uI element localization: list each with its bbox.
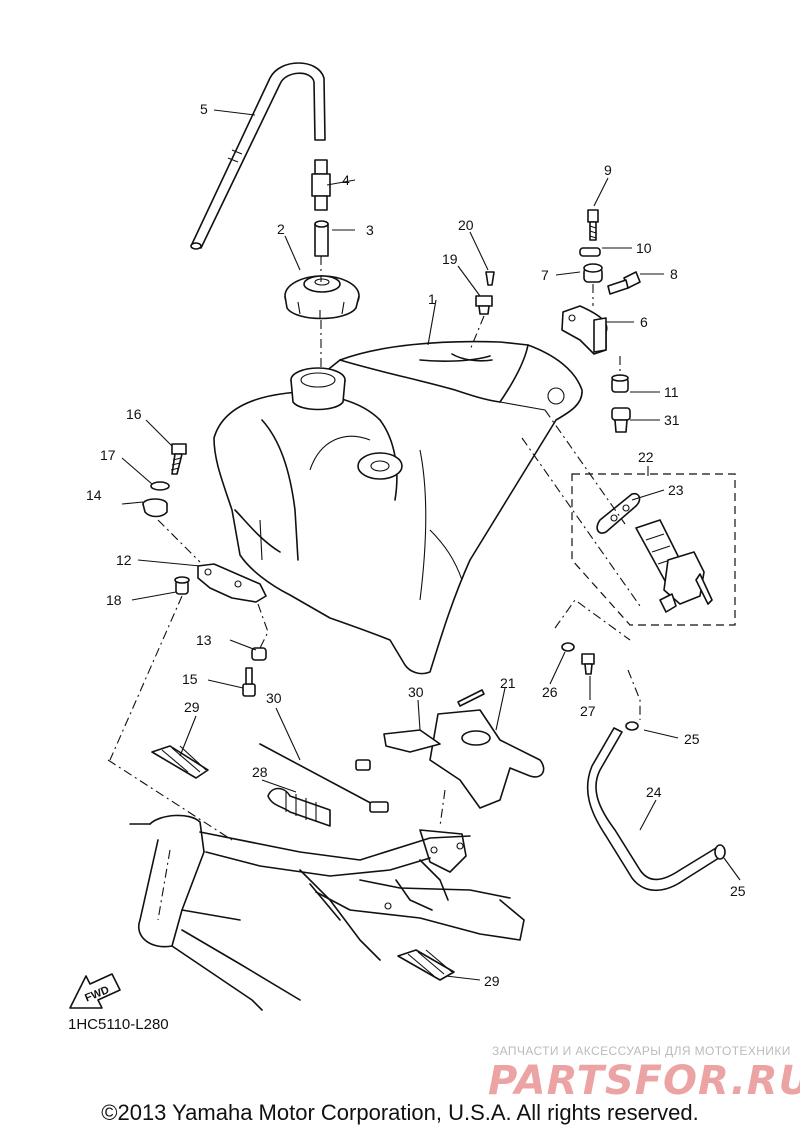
callout-6: 6 bbox=[640, 314, 648, 330]
callout-16: 16 bbox=[126, 406, 142, 422]
callout-26: 26 bbox=[542, 684, 558, 700]
callout-23: 23 bbox=[668, 482, 684, 498]
callout-27: 27 bbox=[580, 703, 596, 719]
callout-3: 3 bbox=[366, 222, 374, 238]
callout-1: 1 bbox=[428, 291, 436, 307]
callout-7: 7 bbox=[541, 267, 549, 283]
callout-20: 20 bbox=[458, 217, 474, 233]
breather-hose bbox=[190, 62, 326, 250]
callout-10: 10 bbox=[636, 240, 652, 256]
callout-22: 22 bbox=[638, 449, 654, 465]
front-mounts bbox=[109, 443, 269, 761]
drawing-code: 1HC5110-L280 bbox=[68, 1016, 169, 1033]
callout-9: 9 bbox=[604, 162, 612, 178]
tank-bolts bbox=[469, 271, 495, 351]
callout-25a: 25 bbox=[684, 731, 700, 747]
callout-17: 17 bbox=[100, 447, 116, 463]
callout-13: 13 bbox=[196, 632, 212, 648]
fuel-cock-assy bbox=[521, 409, 736, 626]
callout-25b: 25 bbox=[730, 883, 746, 899]
callout-8: 8 bbox=[670, 266, 678, 282]
callout-15: 15 bbox=[182, 671, 198, 687]
callout-4: 4 bbox=[342, 172, 350, 188]
callout-2: 2 bbox=[277, 221, 285, 237]
fwd-arrow-icon: FWD bbox=[69, 973, 121, 1009]
callout-29b: 29 bbox=[484, 973, 500, 989]
leader-lines bbox=[121, 109, 741, 981]
watermark-tagline: ЗАПЧАСТИ И АКСЕССУАРЫ ДЛЯ МОТОТЕХНИКИ bbox=[492, 1044, 791, 1058]
rear-bracket bbox=[561, 209, 641, 433]
callout-18: 18 bbox=[106, 592, 122, 608]
fuel-hose bbox=[554, 599, 726, 891]
callouts: 1 2 3 4 5 6 7 8 9 10 11 12 13 14 15 16 1… bbox=[86, 101, 746, 989]
callout-30a: 30 bbox=[266, 690, 282, 706]
callout-29a: 29 bbox=[184, 699, 200, 715]
fuel-tank bbox=[213, 340, 583, 675]
callout-11: 11 bbox=[664, 384, 679, 400]
callout-31: 31 bbox=[664, 412, 680, 428]
holder-and-bands bbox=[151, 689, 545, 981]
watermark-logo: PARTSFOR.RU bbox=[488, 1058, 800, 1104]
callout-14: 14 bbox=[86, 487, 102, 503]
hose-joint bbox=[311, 159, 331, 257]
frame bbox=[107, 759, 525, 1011]
callout-24: 24 bbox=[646, 784, 662, 800]
callout-30b: 30 bbox=[408, 684, 424, 700]
copyright-notice: ©2013 Yamaha Motor Corporation, U.S.A. A… bbox=[101, 1100, 699, 1125]
fuel-cap bbox=[284, 275, 360, 320]
callout-12: 12 bbox=[116, 552, 132, 568]
callout-19: 19 bbox=[442, 251, 458, 267]
callout-21: 21 bbox=[500, 675, 516, 691]
callout-28: 28 bbox=[252, 764, 268, 780]
callout-5: 5 bbox=[200, 101, 208, 117]
